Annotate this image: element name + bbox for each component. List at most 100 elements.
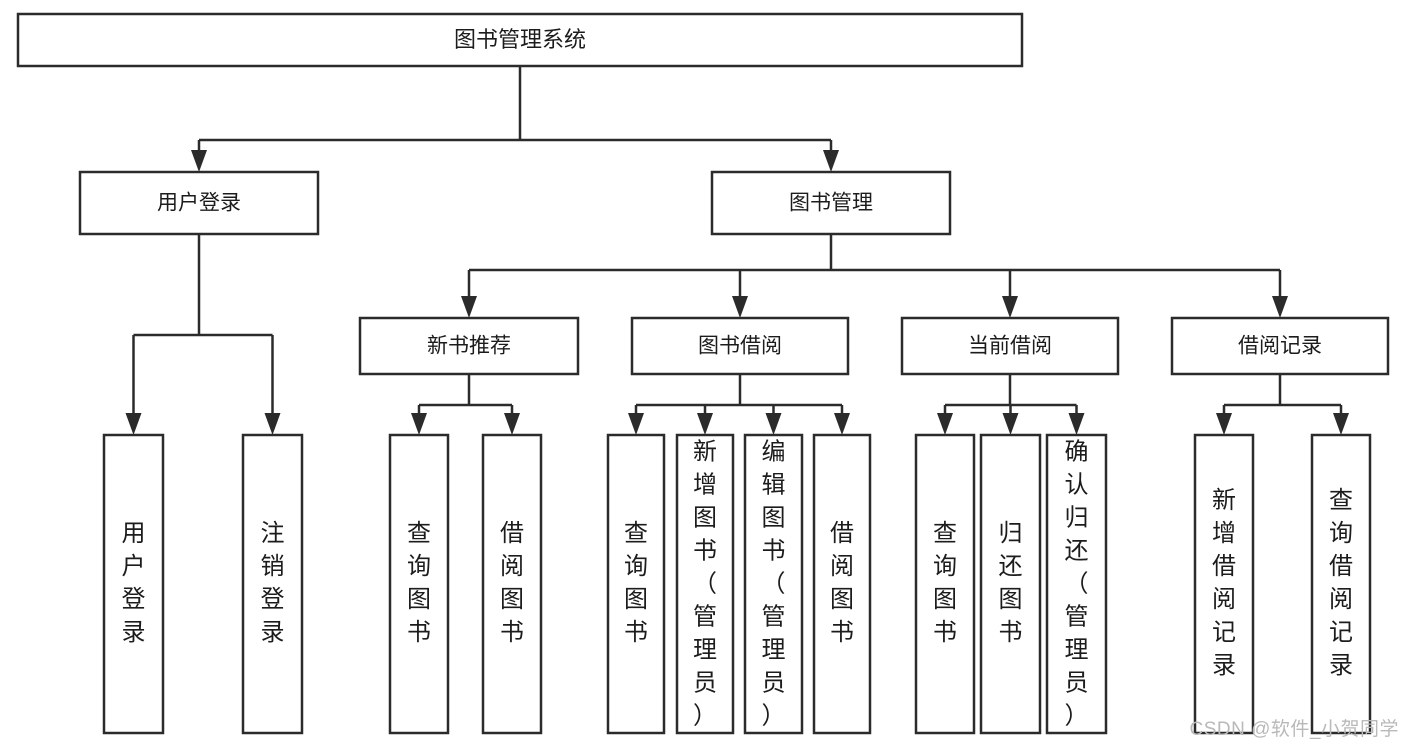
node-label-user-login-do: 户 [122,553,146,580]
node-label-new-book-recommend: 新书推荐 [427,335,511,358]
node-label-query-book-1: 书 [407,619,431,646]
node-label-confirm-return-admin: 理 [1065,636,1089,663]
node-label-borrow-record: 借阅记录 [1238,335,1322,358]
node-box-query-borrow-record [1310,433,1372,735]
arrow-head-icon [1272,296,1288,318]
node-label-add-borrow-record: 录 [1212,652,1236,679]
node-user-login-do[interactable]: 用户登录 [102,433,165,735]
node-label-return-book: 书 [999,619,1023,646]
node-label-edit-book-admin: 书 [762,537,786,564]
node-label-edit-book-admin: 辑 [762,471,786,498]
node-label-borrow-book-1: 阅 [500,553,524,580]
node-label-borrow-book-1: 借 [500,520,524,547]
node-label-user-login: 用户登录 [157,192,241,215]
node-box-add-book-admin [675,433,735,735]
node-label-query-borrow-record: 记 [1329,619,1353,646]
node-label-return-book: 图 [999,586,1023,613]
node-current-borrow[interactable]: 当前借阅 [900,316,1120,376]
node-label-query-book-2: 书 [624,619,648,646]
node-label-query-book-3: 询 [933,553,957,580]
node-label-query-book-1: 图 [407,586,431,613]
node-box-query-book-2 [606,433,666,735]
node-label-add-borrow-record: 阅 [1212,586,1236,613]
csdn-watermark: CSDN @软件_小贺同学 [1189,719,1399,740]
node-box-add-borrow-record [1193,433,1255,735]
node-box-query-book-3 [914,433,976,735]
arrow-head-icon [461,296,477,318]
node-box-current-borrow [900,316,1120,376]
node-label-user-login-do: 用 [122,520,146,547]
arrow-head-icon [1068,413,1085,435]
node-book-management[interactable]: 图书管理 [710,170,952,236]
node-book-borrow[interactable]: 图书借阅 [630,316,850,376]
node-label-borrow-book-1: 书 [500,619,524,646]
arrow-head-icon [191,150,207,172]
node-label-add-book-admin: 理 [693,636,717,663]
node-box-root [16,12,1024,68]
arrow-head-icon [628,413,644,435]
node-borrow-record[interactable]: 借阅记录 [1170,316,1390,376]
node-label-confirm-return-admin: 员 [1065,669,1089,696]
node-label-user-logout: 登 [261,586,285,613]
node-label-user-login-do: 录 [122,619,146,646]
arrow-head-icon [1216,413,1232,435]
node-label-user-login-do: 登 [122,586,146,613]
node-root[interactable]: 图书管理系统 [16,12,1024,68]
node-label-book-management: 图书管理 [789,192,873,215]
node-label-query-book-1: 查 [407,520,431,547]
node-label-confirm-return-admin: （ [1065,570,1089,597]
node-box-book-borrow [630,316,850,376]
node-new-book-recommend[interactable]: 新书推荐 [358,316,580,376]
node-box-query-book-1 [388,433,450,735]
node-label-edit-book-admin: 图 [762,504,786,531]
arrow-head-icon [411,413,427,435]
node-label-add-borrow-record: 新 [1212,487,1236,514]
node-label-confirm-return-admin: ） [1065,702,1089,729]
node-box-new-book-recommend [358,316,580,376]
node-box-user-logout [241,433,304,735]
node-user-login[interactable]: 用户登录 [78,170,320,236]
node-label-user-logout: 注 [261,520,285,547]
node-label-add-borrow-record: 增 [1212,520,1236,547]
node-box-book-management [710,170,952,236]
node-label-add-book-admin: 增 [693,471,717,498]
node-label-query-book-2: 查 [624,520,648,547]
node-label-edit-book-admin: （ [762,570,786,597]
node-label-add-book-admin: 书 [693,537,717,564]
node-label-query-borrow-record: 询 [1329,520,1353,547]
node-label-confirm-return-admin: 认 [1065,471,1089,498]
arrow-head-icon [823,150,839,172]
node-label-root: 图书管理系统 [454,27,586,52]
node-label-borrow-book-2: 书 [830,619,854,646]
node-label-add-book-admin: 新 [693,438,717,465]
node-label-user-logout: 销 [261,553,285,580]
node-label-query-book-1: 询 [407,553,431,580]
node-box-user-login [78,170,320,236]
connector-layer [125,66,1349,435]
node-label-query-borrow-record: 阅 [1329,586,1353,613]
node-label-borrow-book-2: 阅 [830,553,854,580]
node-label-borrow-book-2: 借 [830,520,854,547]
arrow-head-icon [732,296,748,318]
arrow-head-icon [1002,413,1019,435]
node-label-query-book-2: 询 [624,553,648,580]
node-label-user-logout: 录 [261,619,285,646]
node-box-user-login-do [102,433,165,735]
node-label-edit-book-admin: 员 [762,669,786,696]
node-box-return-book [979,433,1042,735]
node-label-return-book: 归 [999,520,1023,547]
node-label-query-book-2: 图 [624,586,648,613]
